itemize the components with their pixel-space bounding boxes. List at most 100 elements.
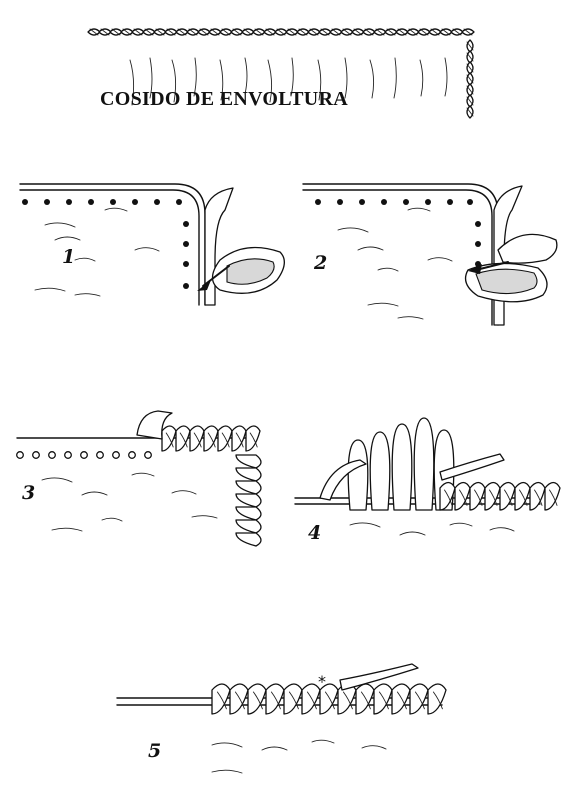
wrap-stitch (373, 683, 393, 715)
stitch-hole (467, 199, 473, 205)
step-1-number: 1 (62, 246, 76, 268)
wrap-stitch (235, 532, 262, 547)
stitch-hole (359, 199, 365, 205)
wrap-stitch (265, 683, 285, 715)
stitch-hole (183, 261, 189, 267)
wrap-shade (221, 432, 230, 448)
wrap-shade (504, 489, 513, 506)
stitch-hole (154, 199, 160, 205)
page-title: COSIDO DE ENVOLTURA (100, 88, 348, 110)
braid-twist (463, 28, 473, 36)
braid-twist (155, 28, 165, 36)
stitch-hole (183, 241, 189, 247)
star-annotation: * (318, 672, 326, 691)
stitch-hole (110, 199, 116, 205)
wrap-shade (207, 432, 216, 448)
stitch-hole (315, 199, 321, 205)
braid-twist (466, 74, 474, 84)
braid-twist (221, 28, 231, 36)
stitch-hole (32, 451, 40, 459)
step-2-number: 2 (314, 252, 328, 274)
braid-twist (320, 28, 330, 36)
stitch-hole (337, 199, 343, 205)
stitch-hole (96, 451, 104, 459)
braid-twist (466, 41, 474, 51)
step-2-diagram (302, 183, 558, 326)
wrap-shade (216, 691, 227, 710)
wrap-shade (288, 691, 299, 710)
wrap-stitch (355, 683, 375, 715)
wrap-stitch (245, 425, 261, 452)
step-4-diagram (294, 417, 561, 536)
braid-twist (466, 96, 474, 106)
wrap-stitch (235, 506, 262, 521)
wrap-stitch (235, 480, 262, 495)
wrap-stitch (391, 683, 411, 715)
stitch-hole (66, 199, 72, 205)
wrap-stitch (229, 683, 249, 715)
wrap-stitch (454, 481, 471, 511)
stitch-hole (403, 199, 409, 205)
wrap-shade (378, 691, 389, 710)
braid-twist (466, 107, 474, 117)
wrap-shade (360, 691, 371, 710)
stitch-hole (16, 451, 24, 459)
braid-twist (419, 28, 429, 36)
braid-twist (309, 28, 319, 36)
braid-twist (408, 28, 418, 36)
stitch-hole (183, 221, 189, 227)
wrap-shade (234, 691, 245, 710)
step-3-diagram (16, 410, 262, 547)
braid-twist (89, 28, 99, 36)
braid-twist (364, 28, 374, 36)
wrap-shade (489, 489, 498, 506)
braid-twist (111, 28, 121, 36)
braid-twist (466, 85, 474, 95)
wrap-shade (270, 691, 281, 710)
braid-twist (232, 28, 242, 36)
braid-twist (441, 28, 451, 36)
braid-twist (452, 28, 462, 36)
step-1-diagram (19, 183, 285, 306)
wrap-stitch (283, 683, 303, 715)
wrap-shade (444, 489, 453, 506)
wrap-shade (396, 691, 407, 710)
loop-stitch (369, 431, 391, 511)
wrap-shade (306, 691, 317, 710)
braid-twist (243, 28, 253, 36)
wrap-stitch (469, 481, 486, 511)
braid-twist (144, 28, 154, 36)
stitch-hole (425, 199, 431, 205)
wrap-stitch (235, 454, 262, 469)
stitch-hole (112, 451, 120, 459)
loop-stitch (347, 439, 369, 511)
stitch-hole (183, 283, 189, 289)
wrap-shade (252, 691, 263, 710)
loop-stitch (413, 417, 435, 511)
step-4-number: 4 (308, 522, 322, 544)
wrap-shade (432, 691, 443, 710)
wrap-shade (165, 432, 174, 448)
braid-twist (166, 28, 176, 36)
stitch-hole (144, 451, 152, 459)
braid-twist (331, 28, 341, 36)
braid-twist (100, 28, 110, 36)
stitch-hole (88, 199, 94, 205)
header-braid-border (87, 28, 475, 119)
stitch-hole (447, 199, 453, 205)
braid-twist (466, 52, 474, 62)
wrap-stitch (484, 481, 501, 511)
wrap-stitch (427, 683, 447, 715)
wrap-stitch (211, 683, 231, 715)
braid-twist (254, 28, 264, 36)
wrap-stitch (544, 481, 561, 511)
wrap-stitch (231, 425, 247, 452)
stitch-hole (176, 199, 182, 205)
wrap-shade (549, 489, 558, 506)
braid-twist (122, 28, 132, 36)
braid-twist (342, 28, 352, 36)
wrap-shade (342, 691, 353, 710)
stitch-hole (64, 451, 72, 459)
stitch-hole (44, 199, 50, 205)
